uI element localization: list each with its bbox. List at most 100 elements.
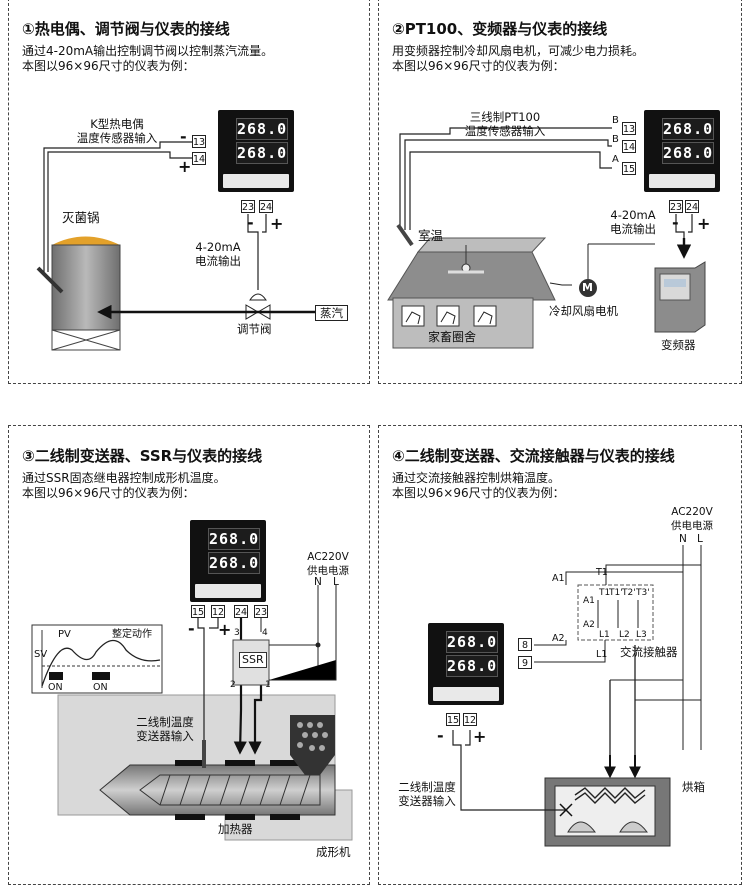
terminal-14: 14 — [192, 152, 206, 165]
p4-transmitter-line1: 二线制温度 — [398, 780, 456, 794]
panel1-valve-label: 调节阀 — [237, 322, 272, 336]
terminal-24: 24 — [685, 200, 699, 213]
ssr-pin-2: 2 — [230, 680, 236, 690]
chart-on1-label: ON — [48, 682, 63, 693]
meter-keypad — [433, 687, 499, 701]
terminal-12: 12 — [463, 713, 477, 726]
panel3-n-label: N — [314, 576, 322, 588]
output-label-line1: 4-20mA — [195, 240, 241, 254]
panel4-minus: - — [437, 726, 444, 745]
meter-keypad — [195, 584, 261, 598]
chart-pv-label: PV — [58, 629, 71, 640]
panel2-sensor-label: 三线制PT100 温度传感器输入 — [450, 110, 560, 138]
wire-l1-label: L1 — [596, 649, 608, 660]
contactor-pin-l2: L2 — [619, 630, 630, 640]
panel1-description: 通过4-20mA输出控制调节阀以控制蒸汽流量。 本图以96×96尺寸的仪表为例： — [22, 44, 273, 74]
terminal-15: 15 — [622, 162, 636, 175]
meter-sv-display: 268.0 — [236, 142, 288, 164]
panel3-plus: + — [218, 620, 232, 639]
p3-transmitter-line1: 二线制温度 — [136, 715, 194, 729]
ssr-pin-1: 1 — [265, 680, 271, 690]
panel1-out-minus: - — [247, 213, 254, 232]
panel2-out-minus: - — [672, 213, 679, 232]
contactor-label: 交流接触器 — [620, 645, 678, 659]
terminal-14: 14 — [622, 140, 636, 153]
fan-motor-label: 冷却风扇电机 — [549, 304, 618, 318]
panel4-meter: 268.0 268.0 — [428, 623, 504, 705]
terminal-15: 15 — [446, 713, 460, 726]
sensor-label-line1: K型热电偶 — [90, 117, 144, 131]
panel1-steam-label: 蒸汽 — [315, 305, 348, 321]
contactor-box — [577, 584, 654, 641]
terminal-9: 9 — [518, 656, 532, 669]
meter-pv-display: 268.0 — [208, 528, 260, 550]
panel2-graphics — [387, 127, 706, 349]
barn-label: 家畜圈舍 — [428, 330, 477, 344]
hopper — [290, 715, 335, 775]
meter-pv-display: 268.0 — [662, 118, 714, 140]
panel2-title: ②PT100、变频器与仪表的接线 — [392, 20, 608, 38]
panel1-out-plus: + — [270, 214, 284, 233]
p2-output-label-line2: 电流输出 — [610, 222, 656, 236]
contactor-pin-t3p: T3' — [636, 588, 650, 598]
heater-label: 加热器 — [218, 822, 253, 836]
panel1-minus: - — [180, 127, 187, 146]
panel-4 — [378, 425, 742, 885]
panel2-desc-line2: 本图以96×96尺寸的仪表为例： — [392, 59, 565, 73]
p3-transmitter-line2: 变送器输入 — [136, 729, 194, 743]
panel4-plus: + — [473, 727, 487, 746]
wire-a2-label: A2 — [552, 633, 565, 644]
panel3-desc-line1: 通过SSR固态继电器控制成形机温度。 — [22, 471, 226, 485]
meter-keypad — [649, 174, 715, 188]
panel4-title: ④二线制变送器、交流接触器与仪表的接线 — [392, 447, 675, 465]
panel1-title: ①热电偶、调节阀与仪表的接线 — [22, 20, 230, 38]
panel1-meter: 268.0 268.0 — [218, 110, 294, 192]
fan-motor-circle — [579, 279, 597, 297]
panel1-tank-label: 灭菌锅 — [62, 210, 100, 225]
panel-1 — [8, 0, 370, 384]
oven-label: 烘箱 — [682, 780, 705, 794]
panel4-desc-line1: 通过交流接触器控制烘箱温度。 — [392, 471, 561, 485]
terminal-12: 12 — [211, 605, 225, 618]
panel2-meter: 268.0 268.0 — [644, 110, 720, 192]
contactor-pin-a2: A2 — [583, 620, 595, 630]
panel4-transmitter-label: 二线制温度 变送器输入 — [392, 780, 462, 808]
contactor-pin-a1: A1 — [583, 596, 595, 606]
chart-action-label: 整定动作 — [112, 629, 152, 640]
contactor-pin-l3: L3 — [636, 630, 647, 640]
meter-pv-display: 268.0 — [236, 118, 288, 140]
panel4-n-label: N — [679, 533, 687, 545]
output-label-line2: 电流输出 — [195, 254, 241, 268]
terminal-13: 13 — [622, 122, 636, 135]
chart-on2-label: ON — [93, 682, 108, 693]
terminal-23: 23 — [669, 200, 683, 213]
wire-a-label: A — [612, 154, 619, 165]
panel1-plus: + — [178, 157, 192, 176]
meter-sv-display: 268.0 — [662, 142, 714, 164]
terminal-8: 8 — [518, 638, 532, 651]
meter-sv-display: 268.0 — [446, 655, 498, 677]
contactor-pin-t1p: T1' — [609, 588, 623, 598]
panel3-title: ③二线制变送器、SSR与仪表的接线 — [22, 447, 263, 465]
panel1-output-label: 4-20mA 电流输出 — [190, 240, 246, 268]
meter-pv-display: 268.0 — [446, 631, 498, 653]
p4-power-line2: 供电电源 — [671, 520, 713, 532]
pt100-label-line1: 三线制PT100 — [469, 110, 541, 124]
p3-power-line1: AC220V — [307, 551, 349, 563]
meter-sv-display: 268.0 — [208, 552, 260, 574]
terminal-24: 24 — [234, 605, 248, 618]
panel2-out-plus: + — [697, 214, 711, 233]
terminal-23: 23 — [241, 200, 255, 213]
ssr-pin-4: 4 — [262, 628, 268, 638]
room-temp-label: 室温 — [418, 228, 444, 243]
thermocouple-probe — [36, 266, 64, 294]
panel3-minus: - — [188, 619, 195, 638]
wire-t1-label: T1 — [596, 567, 608, 578]
wire-b2-label: B — [612, 134, 619, 145]
panel1-sensor-label: K型热电偶 温度传感器输入 — [62, 117, 172, 145]
panel4-graphics — [452, 545, 702, 847]
panel-2 — [378, 0, 742, 384]
panel4-desc-line2: 本图以96×96尺寸的仪表为例： — [392, 486, 565, 500]
tank-lid — [52, 236, 120, 245]
